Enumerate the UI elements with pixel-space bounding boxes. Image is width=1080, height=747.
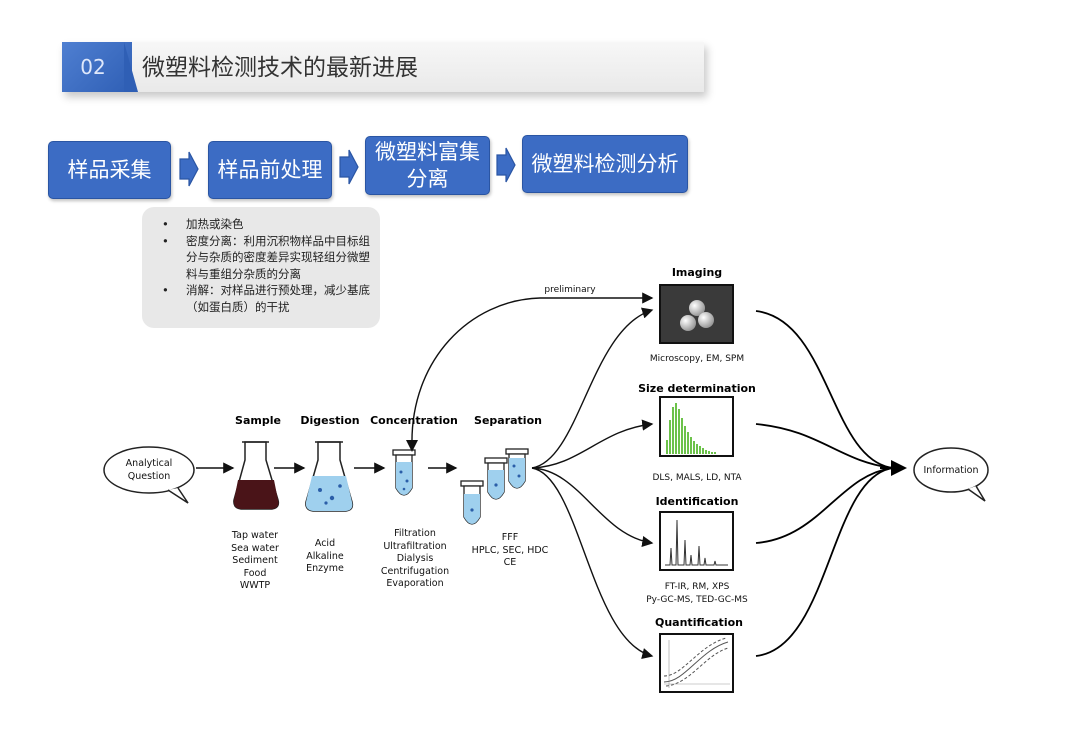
stage-digestion-title: Digestion (300, 414, 360, 427)
sample-flask-icon (233, 441, 280, 510)
output-identification-caption: FT-IR, RM, XPS Py-GC-MS, TED-GC-MS (630, 581, 764, 606)
sample-item: WWTP (239, 580, 271, 591)
stage-separation-title: Separation (474, 414, 542, 427)
digestion-item: Acid (314, 538, 336, 549)
fanin-arrows (755, 310, 907, 657)
stage-sample-items: Tap water Sea water Sediment Food WWTP (219, 530, 291, 593)
flow-step-enrichment-line2: 分离 (406, 166, 449, 191)
preliminary-arrowhead (406, 440, 418, 452)
spectrum-panel (659, 511, 734, 571)
histogram-bars (666, 403, 716, 454)
stage-sample-title: Sample (235, 414, 281, 427)
stage-concentration-title: Concentration (370, 414, 458, 427)
flow-step-sampling: 样品采集 (48, 141, 171, 199)
separation-item: HPLC, SEC, HDC (471, 544, 549, 556)
concentration-item: Ultrafiltration (383, 540, 447, 552)
header-banner (62, 42, 704, 92)
concentration-item: Dialysis (396, 553, 434, 564)
information-bubble (913, 447, 989, 502)
output-size-title: Size determination (638, 382, 756, 395)
digestion-item: Enzyme (306, 563, 344, 574)
concentration-item: Centrifugation (380, 565, 450, 577)
preliminary-arrow (411, 292, 654, 447)
page-title: 微塑料检测技术的最新进展 (142, 55, 418, 81)
analytical-question-bubble (103, 446, 195, 504)
output-size-caption: DLS, MALS, LD, NTA (652, 473, 742, 483)
flow-arrow-icon (179, 151, 199, 187)
identification-caption-line: FT-IR, RM, XPS (664, 582, 730, 592)
information-text: Information (923, 465, 979, 476)
flow-arrow-icon (496, 147, 516, 183)
note-item: 密度分离：利用沉积物样品中目标组分与杂质的密度差异实现轻组分微塑料与重组分杂质的… (162, 233, 372, 283)
separation-item: FFF (501, 532, 519, 543)
calibration-panel (659, 633, 734, 693)
digestion-flask-icon (305, 441, 354, 512)
section-number-tab (62, 42, 132, 92)
fanout-arrows (531, 307, 654, 659)
flow-arrow-icon (339, 149, 359, 185)
separation-item: CE (503, 557, 517, 568)
stage-separation-items: FFF HPLC, SEC, HDC CE (470, 532, 550, 570)
imaging-panel (659, 284, 734, 344)
concentration-item: Evaporation (386, 578, 444, 589)
flow-step-pretreatment: 样品前处理 (208, 141, 332, 199)
output-identification-title: Identification (655, 495, 739, 508)
output-quantification-title: Quantification (655, 616, 743, 629)
concentration-tube-icon (392, 449, 416, 496)
stage-digestion-items: Acid Alkaline Enzyme (294, 538, 356, 576)
note-item: 消解：对样品进行预处理，减少基底（如蛋白质）的干扰 (162, 282, 372, 315)
digestion-item: Alkaline (306, 550, 344, 562)
output-imaging-caption: Microscopy, EM, SPM (649, 354, 745, 364)
identification-caption-line: Py-GC-MS, TED-GC-MS (646, 594, 748, 605)
size-histogram-panel (659, 396, 734, 457)
sample-item: Tap water (231, 530, 279, 541)
section-number: 02 (80, 55, 106, 79)
stage-concentration-items: Filtration Ultrafiltration Dialysis Cent… (370, 528, 460, 591)
sample-item: Food (243, 567, 267, 579)
section-tab-tail (124, 42, 138, 92)
sample-item: Sediment (232, 555, 278, 566)
sample-item: Sea water (231, 542, 279, 554)
analytical-question-text: Analytical Question (125, 458, 173, 482)
flow-step-enrichment: 微塑料富集 分离 (365, 136, 490, 195)
output-imaging-title: Imaging (671, 266, 723, 279)
flow-step-analysis: 微塑料检测分析 (522, 135, 688, 193)
preliminary-label: preliminary (544, 285, 596, 295)
flow-step-enrichment-line1: 微塑料富集 (375, 139, 480, 164)
concentration-item: Filtration (394, 528, 436, 539)
pretreatment-note: 加热或染色 密度分离：利用沉积物样品中目标组分与杂质的密度差异实现轻组分微塑料与… (142, 207, 380, 328)
separation-tubes-icon (460, 448, 529, 525)
note-item: 加热或染色 (162, 216, 372, 233)
